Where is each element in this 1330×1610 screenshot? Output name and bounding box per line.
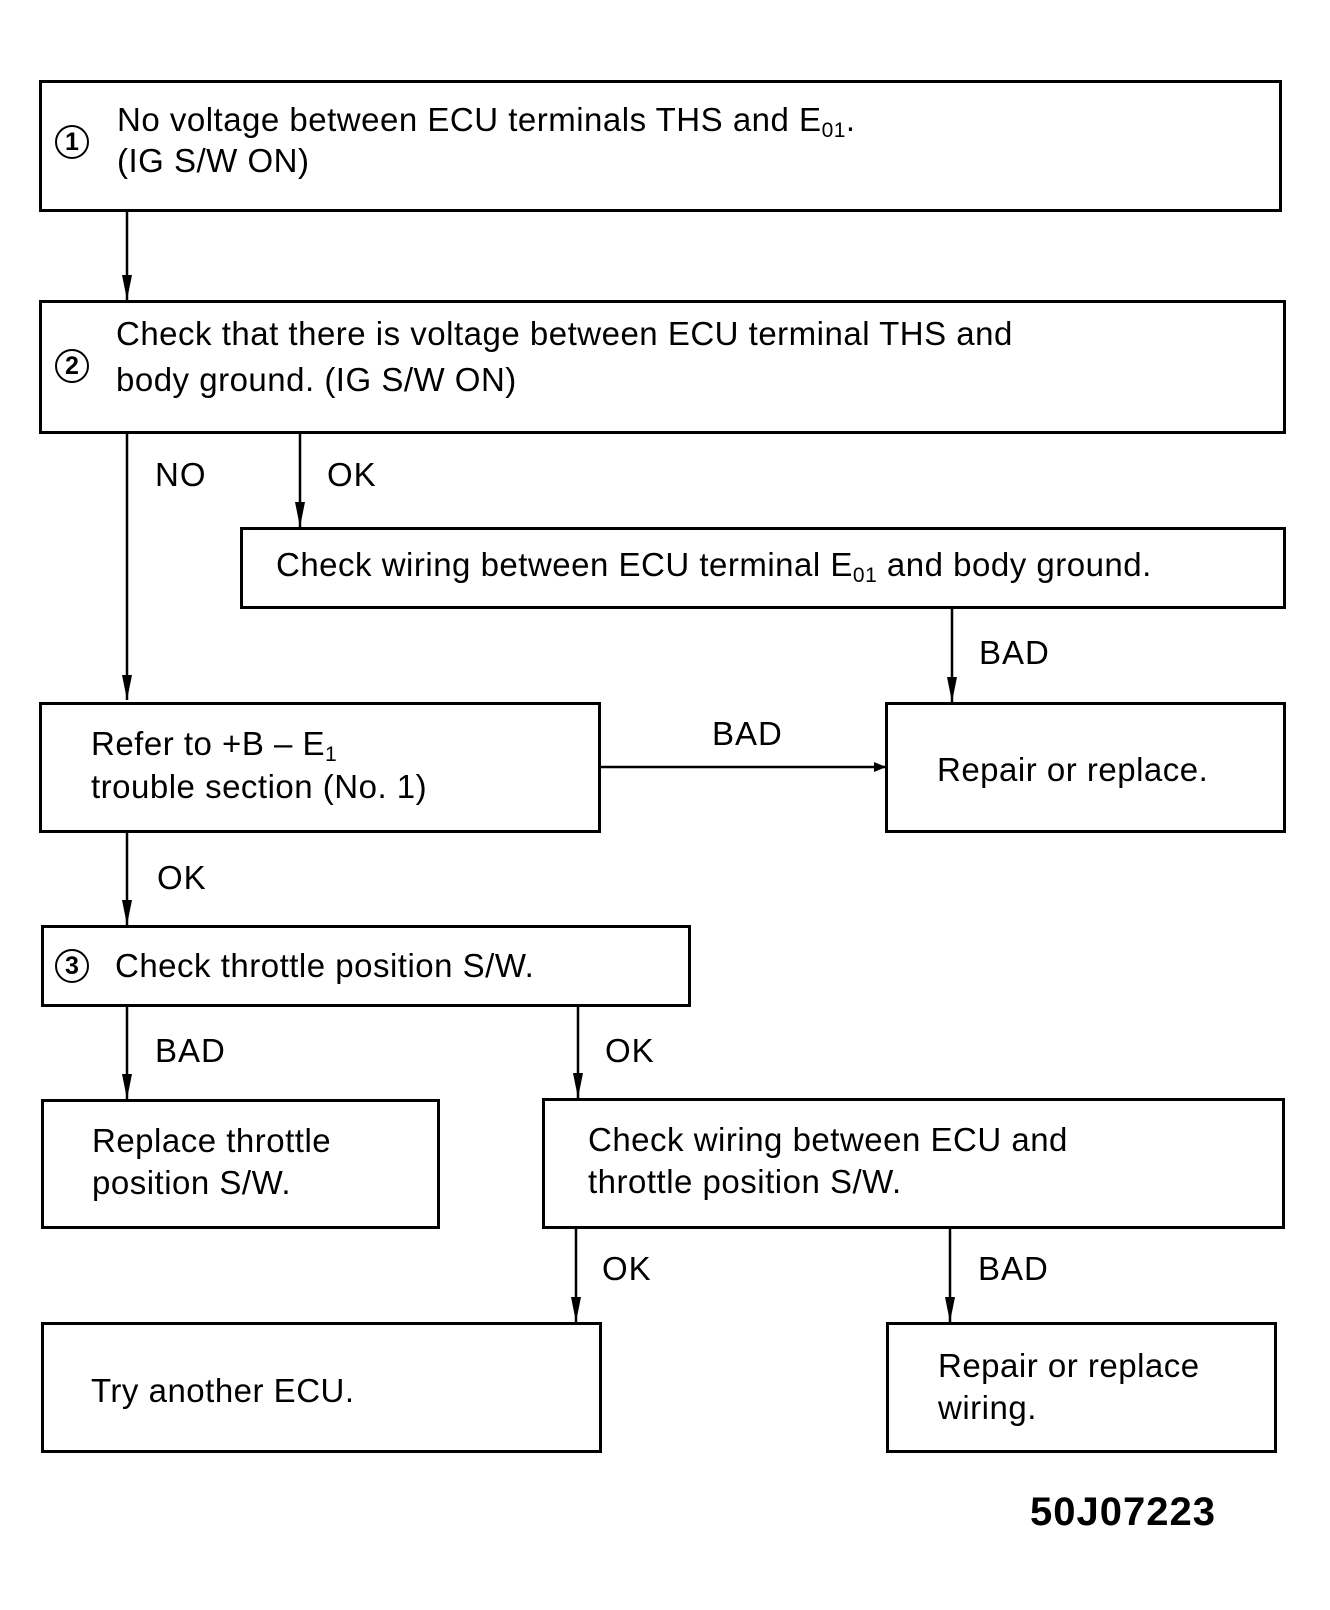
replace-throttle-line2: position S/W. [92,1164,292,1201]
wiring-bad-label: BAD [978,1250,1049,1287]
refer-box [39,702,601,833]
replace-throttle-box [41,1099,440,1229]
step-1-line1: No voltage between ECU terminals THS and… [117,101,856,142]
check-e01-box [240,527,1286,609]
s3-bad-label: BAD [155,1032,226,1069]
refer-ok-label: OK [157,859,207,896]
check-wiring-throttle-line1: Check wiring between ECU and [588,1121,1068,1158]
check-e01-text: Check wiring between ECU terminal E01 an… [276,546,1152,587]
s2-ok-label: OK [327,456,377,493]
step-1-line2: (IG S/W ON) [117,142,310,179]
refer-line1: Refer to +B – E1 [91,725,338,766]
step-2-line2: body ground. (IG S/W ON) [116,361,517,398]
s2-no-label: NO [155,456,207,493]
try-ecu-box [41,1322,602,1453]
check-wiring-throttle-box [542,1098,1285,1229]
step-2-line1: Check that there is voltage between ECU … [116,315,1013,352]
repair-wiring-box [886,1322,1277,1453]
repair-replace-box [885,702,1286,833]
s3-ok-label: OK [605,1032,655,1069]
repair-replace-text: Repair or replace. [937,751,1209,788]
check-wiring-throttle-line2: throttle position S/W. [588,1163,902,1200]
step-2-box [39,300,1286,434]
e01-bad-label: BAD [979,634,1050,671]
step-3-text: Check throttle position S/W. [115,947,535,984]
refer-bad-label: BAD [712,715,783,752]
replace-throttle-line1: Replace throttle [92,1122,332,1159]
wiring-ok-label: OK [602,1250,652,1287]
figure-code: 50J07223 [1030,1490,1216,1534]
step-1-box [39,80,1282,212]
repair-wiring-line2: wiring. [938,1389,1037,1426]
step-3-box [41,925,691,1007]
refer-line2: trouble section (No. 1) [91,768,428,805]
step-2-number: 2 [55,349,89,383]
try-ecu-text: Try another ECU. [91,1372,355,1409]
repair-wiring-line1: Repair or replace [938,1347,1200,1384]
step-3-number: 3 [55,949,89,983]
step-1-number: 1 [55,125,89,159]
